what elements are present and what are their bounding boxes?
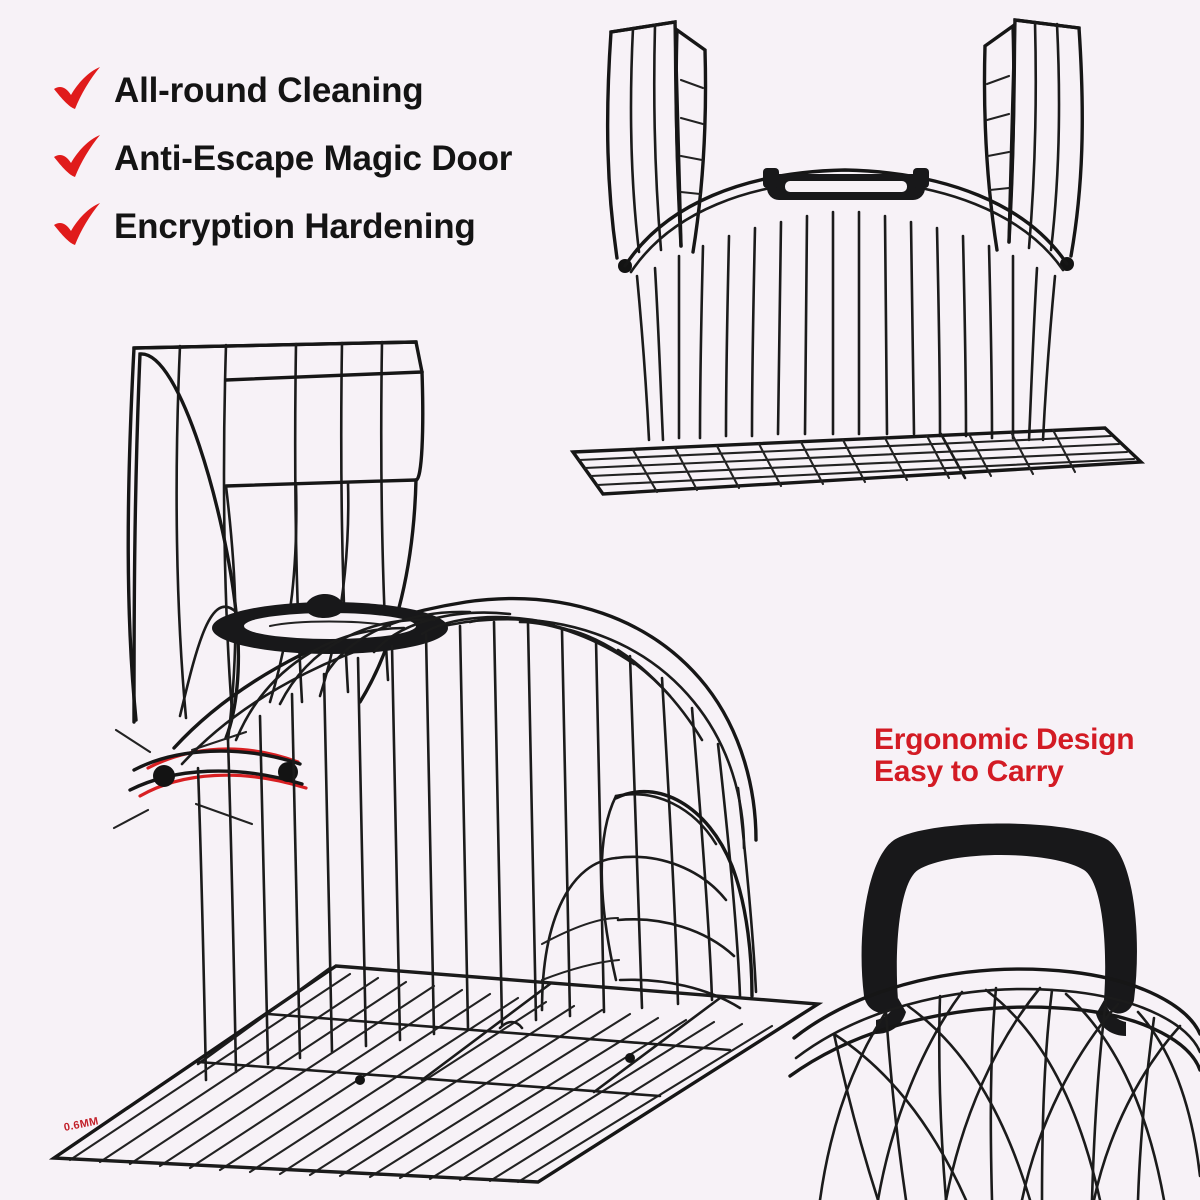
cage-dome-under-handle	[788, 967, 1200, 1078]
cage-arch-ribs	[234, 610, 704, 742]
tray-latch-hook	[498, 1020, 524, 1030]
feature-item: Encryption Hardening	[52, 192, 632, 260]
feature-label: Anti-Escape Magic Door	[114, 138, 513, 178]
cage-main-perspective	[30, 320, 840, 1190]
tray-joint-left	[355, 1075, 365, 1085]
base-tray-grid	[569, 426, 1146, 496]
spring-hinge-red-wires	[112, 728, 308, 830]
ergonomic-caption: Ergonomic Design Easy to Carry	[874, 723, 1135, 789]
ergonomic-caption-line-2: Easy to Carry	[874, 755, 1064, 789]
handle-grip-body	[861, 823, 1137, 1036]
right-dome-cross-grid	[600, 789, 754, 1010]
cage-front-view	[545, 10, 1146, 510]
floor-tray-mesh	[48, 964, 824, 1184]
carry-handle-front	[763, 168, 929, 200]
ergonomic-caption-line-1: Ergonomic Design	[874, 723, 1135, 756]
feature-label: Encryption Hardening	[114, 206, 476, 246]
feature-item: Anti-Escape Magic Door	[52, 124, 632, 192]
right-magic-door-flap	[982, 18, 1084, 271]
feature-item: All-round Cleaning	[52, 56, 632, 124]
feature-bullet-list: All-round Cleaning Anti-Escape Magic Doo…	[52, 56, 632, 260]
carry-handle-closeup	[788, 820, 1200, 1200]
check-icon	[52, 135, 114, 181]
inner-door-arch	[540, 856, 621, 1012]
check-icon	[52, 67, 114, 113]
dome-cross-wires	[818, 986, 1200, 1200]
front-vertical-bars	[635, 210, 1057, 442]
main-carry-handle	[212, 593, 448, 654]
raised-magic-door-flap	[126, 340, 425, 742]
tray-joint-right	[625, 1053, 635, 1063]
check-icon	[52, 203, 114, 249]
feature-label: All-round Cleaning	[114, 70, 424, 110]
cage-vertical-bars	[196, 620, 758, 1082]
